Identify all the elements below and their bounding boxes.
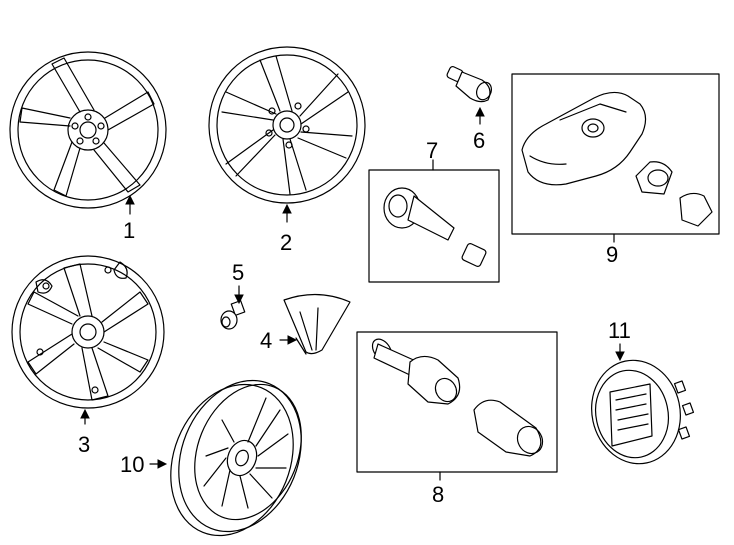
callout-6: 6 [473,106,485,153]
wheel-spare-perspective[interactable] [149,362,323,540]
balance-weight[interactable] [283,293,351,355]
callout-2: 2 [280,203,292,255]
valve-stem-assembly[interactable] [368,169,500,283]
callout-5-label: 5 [232,260,244,285]
callout-8: 8 [432,471,444,507]
wheel-split-spoke[interactable] [208,46,366,204]
callout-8-label: 8 [432,482,444,507]
wheel-lock-kit[interactable] [356,331,558,473]
callout-1-label: 1 [123,218,135,243]
callout-3-label: 3 [78,432,90,457]
callout-1: 1 [123,194,135,243]
callout-11: 11 [608,318,631,362]
callout-9: 9 [606,233,618,267]
wheel-six-spoke[interactable] [11,255,165,409]
lug-bolt[interactable] [220,300,246,330]
callout-4: 4 [260,328,298,353]
callout-10: 10 [120,452,168,477]
callout-4-label: 4 [260,328,272,353]
tpms-sensor-kit[interactable] [511,73,720,235]
callout-10-label: 10 [120,452,144,477]
callout-6-label: 6 [473,128,485,153]
valve-cap[interactable] [446,65,494,103]
callout-7: 7 [426,138,438,171]
callout-3: 3 [78,408,90,457]
callout-5: 5 [232,260,244,305]
callout-11-label: 11 [608,318,631,343]
callout-2-label: 2 [280,230,292,255]
callout-7-label: 7 [426,138,438,163]
callout-9-label: 9 [606,242,618,267]
wheel-five-spoke[interactable] [9,51,167,209]
center-cap[interactable] [582,352,695,472]
